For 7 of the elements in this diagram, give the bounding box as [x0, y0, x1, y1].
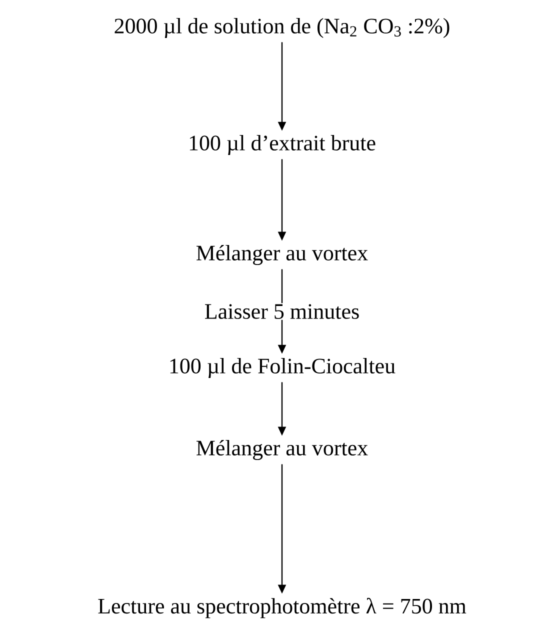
edge-label: Laisser 5 minutes — [203, 303, 361, 320]
step-text: Lecture au spectrophotomètre λ = 750 nm — [98, 598, 466, 618]
step-text: 2000 µl de solution de (Na$_{2}$ CO$_{3}$ :2%) — [114, 18, 450, 38]
step-text: 100 µl d’extrait brute — [190, 135, 376, 155]
step-text: Mélanger au vortex — [196, 244, 368, 266]
step-text: 100 µl de Folin-Ciocalteu — [170, 358, 396, 378]
step-text: Mélanger au vortex — [196, 440, 368, 460]
